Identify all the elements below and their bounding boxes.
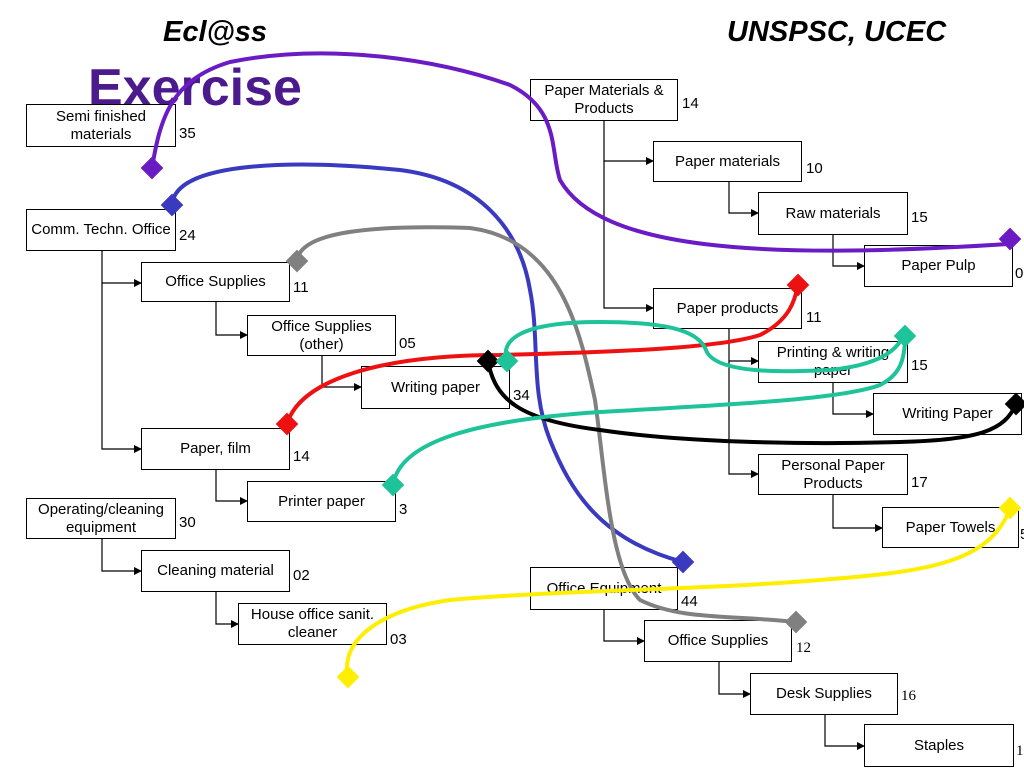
- mapping-comm-to-office-equipment: [170, 162, 685, 564]
- title-eclass: Ecl@ss: [163, 16, 268, 48]
- code-raw-materials: 15: [911, 209, 928, 226]
- marker-writing-paper-green: [495, 349, 519, 373]
- marker-paper-products: [786, 273, 810, 297]
- mapping-writing-paper-to-writing-paper: [486, 359, 1018, 446]
- mapping-paper-film-to-paper-products: [285, 283, 800, 426]
- marker-writing-paper-black: [476, 349, 500, 373]
- code-semi-finished-materials: 35: [179, 125, 196, 142]
- marker-house-cleaner: [336, 665, 360, 689]
- marker-comm-techn: [160, 193, 184, 217]
- code-staples: 1: [1016, 743, 1024, 759]
- code-paper-towels: 5: [1020, 526, 1024, 543]
- node-printing-writing-paper[interactable]: Printing & writing paper: [758, 341, 908, 383]
- node-printer-paper[interactable]: Printer paper: [247, 481, 396, 522]
- code-office-supplies-other: 05: [399, 335, 416, 352]
- code-paper-products: 11: [806, 309, 822, 326]
- marker-printer-paper: [381, 473, 405, 497]
- code-paper-pulp: 0: [1015, 265, 1024, 282]
- node-staples[interactable]: Staples: [864, 724, 1014, 767]
- marker-office-supplies-unspsc: [784, 610, 808, 634]
- edge-products-personal: [728, 361, 759, 478]
- code-paper-materials-products: 14: [682, 95, 699, 112]
- edge-cleaning-house: [215, 592, 239, 628]
- node-paper-materials[interactable]: Paper materials: [653, 141, 802, 182]
- code-cleaning-material: 02: [293, 567, 310, 584]
- node-writing-paper[interactable]: Writing paper: [361, 366, 510, 409]
- code-printer-paper: 3: [399, 501, 408, 518]
- node-cleaning-material[interactable]: Cleaning material: [141, 550, 290, 592]
- node-paper-materials-products[interactable]: Paper Materials & Products: [530, 79, 678, 121]
- edge-comm-paperfilm: [101, 283, 142, 453]
- node-raw-materials[interactable]: Raw materials: [758, 192, 908, 235]
- mapping-writing-paper-to-printing-writing: [503, 319, 905, 374]
- edge-equip-supplies: [603, 610, 645, 645]
- mapping-office-supplies-to-office-supplies: [295, 225, 798, 624]
- marker-semi-finished: [140, 156, 164, 180]
- edge-supplies-desk: [718, 662, 751, 698]
- edge-operating-cleaning: [101, 539, 142, 575]
- code-printing-writing-paper: 15: [911, 357, 928, 374]
- node-personal-paper-products[interactable]: Personal Paper Products: [758, 454, 908, 495]
- mapping-printer-paper-to-printing-writing: [391, 334, 907, 487]
- mapping-house-cleaner-to-paper-towels: [345, 506, 1012, 679]
- node-operating-cleaning-equipment[interactable]: Operating/cleaning equipment: [26, 498, 176, 539]
- marker-office-supplies: [285, 249, 309, 273]
- marker-paper-film: [275, 412, 299, 436]
- mapping-semi-to-pulp: [150, 51, 1010, 253]
- edge-paperfilm-printer: [215, 470, 248, 505]
- edge-papermat-products: [603, 161, 654, 312]
- node-comm-techn-office[interactable]: Comm. Techn. Office: [26, 209, 176, 251]
- node-office-supplies[interactable]: Office Supplies: [141, 262, 290, 302]
- code-office-equipment: 44: [681, 593, 698, 610]
- edge-materials-raw: [728, 182, 759, 217]
- code-desk-supplies: 16: [901, 688, 916, 704]
- node-paper-towels[interactable]: Paper Towels: [882, 507, 1019, 548]
- edge-raw-pulp: [832, 235, 865, 270]
- node-paper-pulp[interactable]: Paper Pulp: [864, 245, 1013, 287]
- code-office-supplies-unspsc: 12: [796, 640, 811, 656]
- marker-paper-towels: [998, 496, 1022, 520]
- edge-personal-towels: [832, 495, 883, 532]
- node-house-office-sanit-cleaner[interactable]: House office sanit. cleaner: [238, 603, 387, 645]
- code-paper-film: 14: [293, 448, 310, 465]
- title-unspsc: UNSPSC, UCEC: [727, 16, 947, 48]
- node-office-supplies-unspsc[interactable]: Office Supplies: [644, 620, 792, 662]
- marker-writing-paper-unspsc: [1004, 392, 1024, 416]
- edge-desk-staples: [824, 715, 865, 750]
- node-paper-products[interactable]: Paper products: [653, 288, 802, 329]
- code-comm-techn-office: 24: [179, 227, 196, 244]
- code-office-supplies: 11: [293, 279, 309, 296]
- code-personal-paper-products: 17: [911, 474, 928, 491]
- code-operating-cleaning-equipment: 30: [179, 514, 196, 531]
- node-desk-supplies[interactable]: Desk Supplies: [750, 673, 898, 715]
- code-house-office-sanit-cleaner: 03: [390, 631, 407, 648]
- edge-offsup-other: [215, 302, 248, 339]
- node-semi-finished-materials[interactable]: Semi finished materials: [26, 104, 176, 147]
- marker-office-equipment: [671, 550, 695, 574]
- marker-printing-writing: [893, 324, 917, 348]
- node-office-supplies-other[interactable]: Office Supplies (other): [247, 315, 396, 356]
- node-paper-film[interactable]: Paper, film: [141, 428, 290, 470]
- code-writing-paper: 34: [513, 387, 530, 404]
- marker-paper-pulp: [998, 227, 1022, 251]
- code-paper-materials: 10: [806, 160, 823, 177]
